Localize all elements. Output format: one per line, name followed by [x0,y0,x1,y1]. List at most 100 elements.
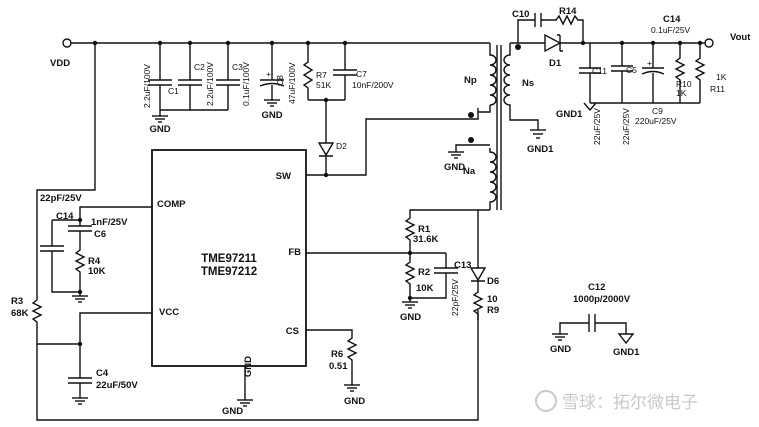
c7-value: 10nF/200V [352,80,394,90]
gnd1-label-out: GND1 [556,109,583,120]
ground-symbol [72,295,88,303]
ground-symbol [152,115,168,123]
c5-ref: C5 [626,65,637,75]
c12-ref: C12 [588,282,605,293]
c14-comp-value: 22pF/25V [40,193,82,204]
ground-symbol [402,301,418,309]
r11-ref: R11 [710,84,725,94]
r6-ref: R6 [331,349,343,360]
gnd-label-na: GND [444,162,465,173]
r6-value: 0.51 [329,361,348,372]
ic-part-number-2: TME97212 [201,266,257,278]
c8-ref: C8 [275,75,285,86]
pin-gnd-label: GND [243,356,254,377]
c10-ref: C10 [512,9,529,20]
vdd-terminal [62,38,72,48]
gnd1-label-c12: GND1 [613,347,640,358]
ns-label: Ns [522,78,534,89]
ic-part-number-1: TME97211 [201,253,257,265]
pin-comp-label: COMP [157,199,186,210]
gnd-label-cs: GND [344,396,365,407]
r9-ref: R9 [487,305,499,316]
gnd-label-c8: GND [261,110,282,121]
vout-label: Vout [730,32,751,43]
c6-ref: C6 [94,229,106,240]
c13-ref: C13 [454,260,471,271]
ground-symbol [552,333,568,341]
r11-value: 1K [716,72,727,82]
gnd1-label-ns: GND1 [527,144,554,155]
feedback-divider: R1 31.6K R2 10K C13 22pF/25V GND D6 10 R… [306,209,499,323]
c2-value: 2.2uF/100V [205,62,215,106]
r14-ref: R14 [559,6,577,17]
pin-fb-label: FB [288,247,301,258]
c14-out-value: 0.1uF/25V [651,25,691,35]
r3-value: 68K [11,308,29,319]
ground-symbol [530,129,546,139]
svg-text:+: + [647,58,652,68]
ground-symbol [448,151,464,159]
c6-value: 1nF/25V [91,217,128,228]
d1-ref: D1 [549,58,562,69]
d6-ref: D6 [487,276,499,287]
r2-ref: R2 [418,267,430,278]
r4-value: 10K [88,266,106,277]
pin-vcc-label: VCC [159,307,179,318]
y-capacitor: C12 1000p/2000V GND GND1 [550,282,640,358]
ground-symbol [264,99,280,107]
r10-ref: R10 [676,79,692,89]
r7-value: 51K [316,80,331,90]
transformer: Np Ns Na GND GND1 [444,43,554,210]
c9-value: 220uF/25V [635,116,677,126]
ground-symbol [344,384,360,392]
input-section: VDD 2.2uF/100V C1 2.2uF/100V C2 0.1uF/10… [36,38,490,300]
svg-text:+: + [266,69,271,79]
gnd-label-fb: GND [400,312,421,323]
c1-ref: C1 [168,86,179,96]
current-sense: R6 0.51 GND GND [222,329,365,417]
c11-ref: C11 [592,66,607,76]
c4-ref: C4 [96,368,109,379]
c3-value: 0.1uF/100V [241,62,251,106]
r9-value: 10 [487,294,498,305]
c8-value: 47uF/100V [287,62,297,104]
gnd-label-ic: GND [222,406,243,417]
gnd-label-input: GND [149,124,170,135]
c4-value: 22uF/50V [96,380,138,391]
output-section: C10 R14 D1 Vout C11 22uF/25V C5 22uF/25V… [510,6,751,145]
ground-symbol [237,399,253,407]
r1-ref: R1 [418,224,431,235]
pin-cs-label: CS [286,326,299,337]
c14-out-ref: C14 [663,14,681,25]
c5-value: 22uF/25V [621,108,631,145]
np-label: Np [464,75,477,86]
vout-terminal [704,38,714,48]
pin-sw-label: SW [276,171,291,182]
c11-value: 22uF/25V [592,108,602,145]
r4-ref: R4 [88,256,101,267]
c9-ref: C9 [652,106,663,116]
vdd-label: VDD [50,58,70,69]
r10-value: 1K [676,88,687,98]
r3-ref: R3 [11,296,23,307]
vcc-startup: R3 68K C4 22uF/50V [11,296,479,421]
c12-value: 1000p/2000V [573,294,631,305]
na-label: Na [463,166,476,177]
watermark: 雪球：拓尔微电子 [535,390,698,413]
r1-value: 31.6K [413,234,438,245]
c3-ref: C3 [232,62,243,72]
gnd-label-c12: GND [550,344,571,355]
c13-value: 22pF/25V [450,279,460,316]
ground-symbol [72,397,88,405]
c2-ref: C2 [194,62,205,72]
d2-ref: D2 [336,141,347,151]
r7-ref: R7 [316,70,327,80]
controller-ic: TME97211 TME97212 SW COMP FB VCC CS GND [151,149,307,377]
compensation-network: 22pF/25V C14 1nF/25V C6 R4 10K [40,193,152,303]
c7-ref: C7 [356,69,367,79]
c14-comp-ref: C14 [56,211,74,222]
c1-value: 2.2uF/100V [142,64,152,108]
r2-value: 10K [416,283,434,294]
watermark-text: 雪球：拓尔微电子 [562,393,698,413]
